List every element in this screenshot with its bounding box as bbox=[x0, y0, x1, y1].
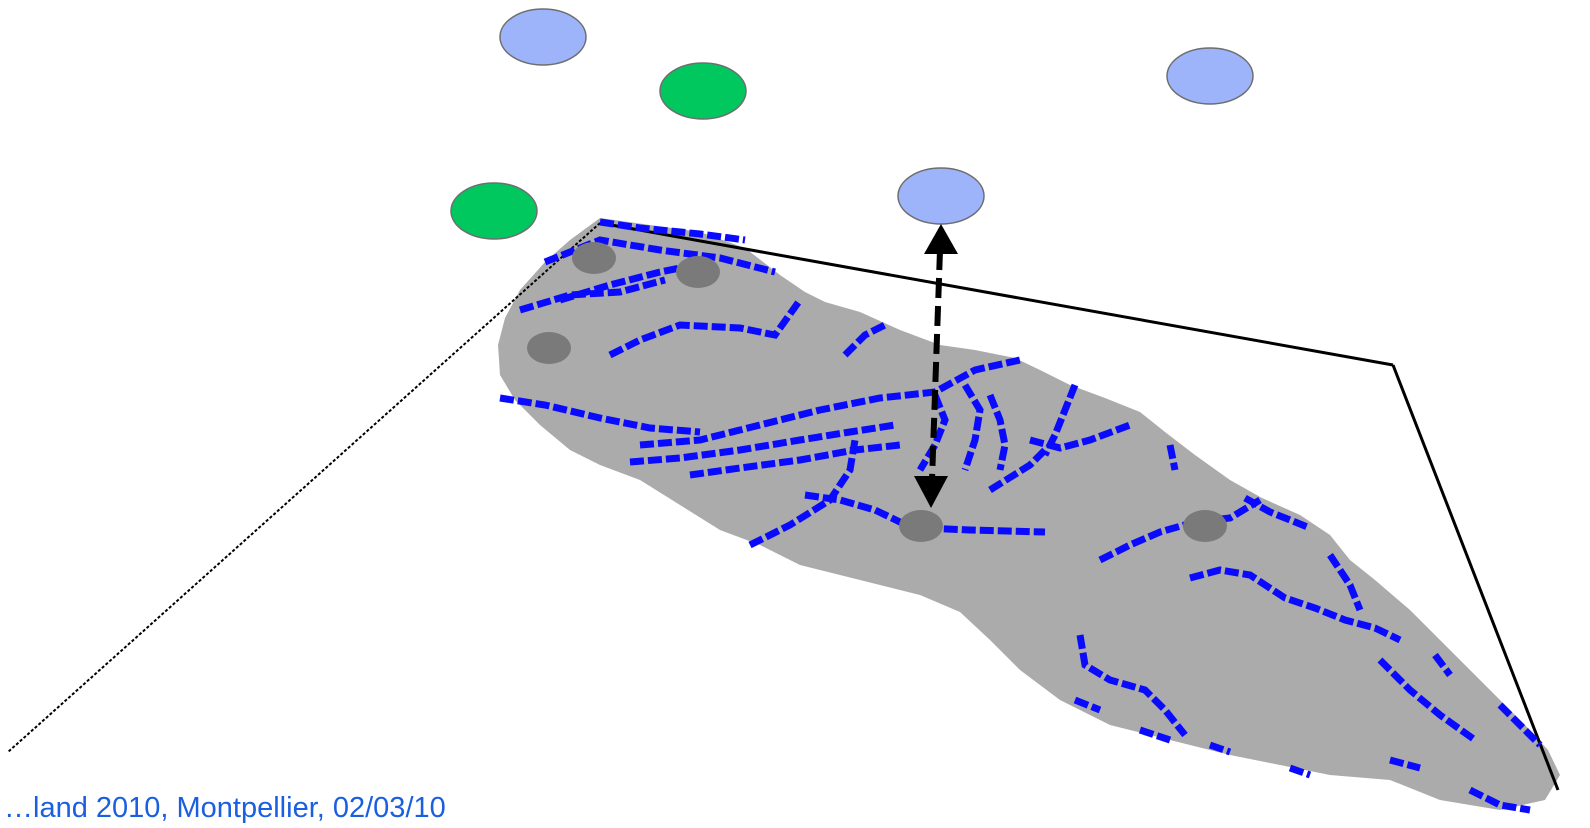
river-segment bbox=[1288, 764, 1312, 779]
upper-node-green bbox=[659, 62, 747, 120]
ground-node bbox=[899, 510, 943, 542]
river-segment bbox=[1497, 702, 1543, 748]
arrow-head-down-icon bbox=[914, 476, 948, 508]
river-segment bbox=[1138, 726, 1172, 744]
ground-node bbox=[676, 256, 720, 288]
ground-nodes bbox=[527, 242, 1227, 542]
river-segment bbox=[1327, 553, 1364, 612]
river-segment bbox=[689, 441, 901, 479]
ground-node bbox=[1183, 510, 1227, 542]
river-segment bbox=[608, 297, 803, 359]
river-segment bbox=[1073, 696, 1102, 714]
plane-outline bbox=[7, 221, 1560, 791]
river-segment bbox=[842, 321, 887, 358]
river-segment bbox=[961, 383, 984, 472]
upper-nodes bbox=[450, 8, 1254, 240]
river-segment bbox=[499, 394, 701, 436]
river-segment bbox=[1166, 444, 1179, 471]
river-segment bbox=[1243, 494, 1312, 532]
ground-node bbox=[572, 242, 616, 274]
river-segment bbox=[1377, 657, 1478, 743]
river-segment bbox=[986, 393, 1009, 471]
plane-right-edge bbox=[1391, 364, 1560, 791]
catchment-area bbox=[498, 218, 1560, 810]
river-segment bbox=[599, 218, 746, 244]
river-segment bbox=[1468, 786, 1531, 814]
river-segment bbox=[1389, 756, 1421, 772]
river-segment bbox=[1432, 652, 1453, 678]
catchment-shape bbox=[498, 218, 1560, 810]
upper-node-blue bbox=[1166, 47, 1254, 105]
arrow-head-up-icon bbox=[924, 224, 958, 254]
river-segment bbox=[1208, 741, 1232, 756]
river-segment bbox=[1189, 566, 1402, 644]
link-arrow bbox=[914, 224, 958, 508]
upper-node-green bbox=[450, 182, 538, 240]
river-segment bbox=[988, 447, 1048, 493]
plane-left-edge bbox=[7, 222, 601, 753]
river-segment bbox=[916, 393, 949, 472]
river-segment bbox=[1029, 421, 1132, 452]
river-segment bbox=[1098, 496, 1262, 564]
ground-node bbox=[527, 332, 571, 364]
footer-caption: …land 2010, Montpellier, 02/03/10 bbox=[4, 792, 446, 824]
plane-top-edge bbox=[599, 221, 1394, 367]
upper-node-blue bbox=[897, 167, 985, 225]
river-segment bbox=[629, 421, 896, 466]
link-arrow-shaft bbox=[929, 249, 943, 481]
river-segment bbox=[518, 276, 666, 314]
river-segment bbox=[1076, 634, 1188, 738]
upper-node-blue bbox=[499, 8, 587, 66]
